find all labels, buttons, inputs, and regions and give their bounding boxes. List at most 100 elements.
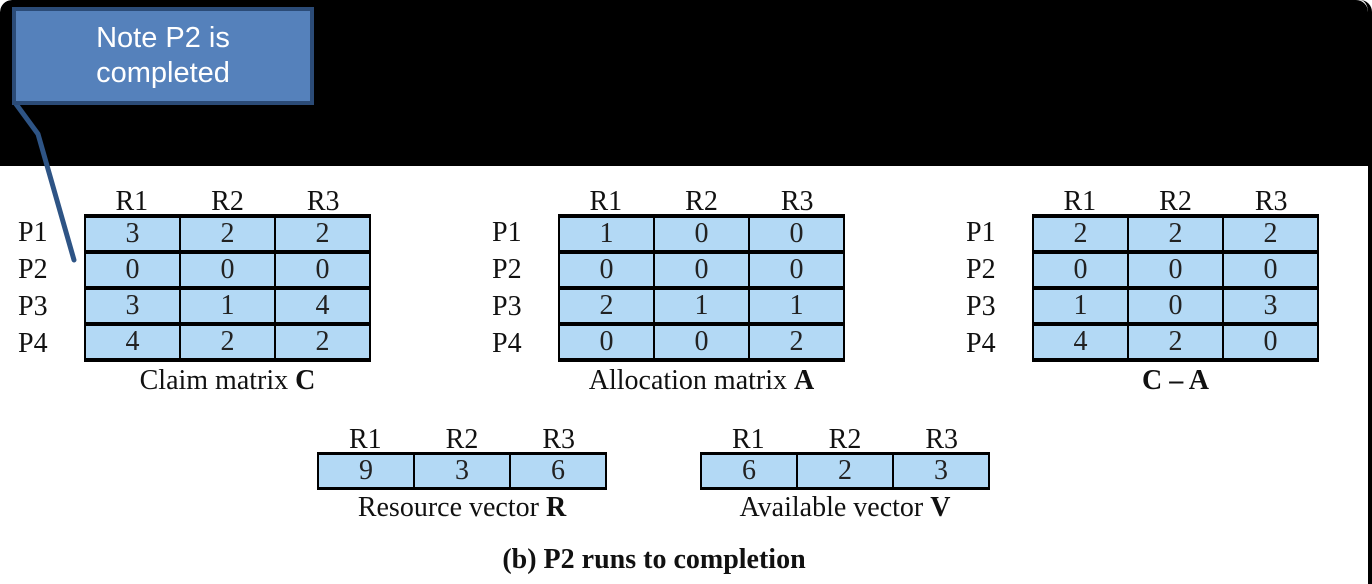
vector-cell: 9 [317,452,415,490]
matrix-cell: 0 [179,250,276,290]
callout-text: Note P2 is completed [96,22,230,89]
column-header-r1: R1 [348,424,382,455]
column-header-r2: R2 [685,186,718,217]
row-label-p2: P2 [18,253,48,285]
vector-cell: 3 [413,452,511,490]
matrix-cell: 3 [84,286,181,326]
row-label-p3: P3 [492,290,522,322]
caption-bold-letter: V [930,492,951,523]
figure-caption: (b) P2 runs to completion [502,544,806,575]
column-header-r1: R1 [731,424,765,455]
claim-matrix-column-headers: R1 R2 R3 [84,186,371,217]
matrix-cell: 0 [558,250,655,290]
matrix-cell: 0 [653,250,750,290]
matrix-cell: 2 [274,214,371,254]
matrix-cell: 0 [748,250,845,290]
matrix-cell: 0 [558,322,655,362]
matrix-cell: 1 [1032,286,1129,326]
matrix-cell: 0 [84,250,181,290]
row-label-p1: P1 [966,216,996,248]
available-vector-caption: Available vector V [700,492,990,524]
matrix-cell: 0 [653,214,750,254]
matrix-cell: 0 [1032,250,1129,290]
matrix-cell: 3 [84,214,181,254]
row-label-p4: P4 [966,327,996,359]
callout-note: Note P2 is completed [12,7,314,105]
row-label-p1: P1 [492,216,522,248]
caption-text: Resource vector [357,492,546,523]
matrix-cell: 2 [1032,214,1129,254]
column-header-r3: R3 [306,186,340,217]
column-header-r2: R2 [445,424,479,455]
row-label-p2: P2 [966,253,996,285]
matrix-cell: 2 [274,322,371,362]
matrix-cell: 0 [748,214,845,254]
caption-bold-letter: R [545,492,567,523]
caption-bold-letter: A [794,365,815,396]
row-label-p2: P2 [492,253,522,285]
matrix-cell: 2 [179,214,276,254]
caption-text: Available vector [739,492,931,523]
column-header-r2: R2 [1159,186,1192,217]
vector-cell: 2 [796,452,894,490]
matrix-cell: 0 [1222,250,1319,290]
column-header-r1: R1 [1063,186,1097,217]
column-header-r2: R2 [211,186,244,217]
row-label-p3: P3 [966,290,996,322]
matrix-cell: 2 [1222,214,1319,254]
matrix-cell: 1 [653,286,750,326]
matrix-cell: 0 [1127,250,1224,290]
matrix-cell: 2 [1127,214,1224,254]
vector-cell: 3 [892,452,990,490]
matrix-cell: 2 [179,322,276,362]
c-minus-a-matrix-caption: C – A [1032,365,1319,397]
row-label-p3: P3 [18,290,48,322]
column-header-r1: R1 [589,186,623,217]
row-label-p4: P4 [18,327,48,359]
caption-text: Allocation matrix [588,365,795,396]
matrix-cell: 4 [1032,322,1129,362]
column-header-r3: R3 [925,424,959,455]
matrix-cell: 0 [653,322,750,362]
column-header-r2: R2 [828,424,862,455]
column-header-r3: R3 [780,186,814,217]
row-label-p4: P4 [492,327,522,359]
matrix-cell: 2 [558,286,655,326]
matrix-cell: 1 [558,214,655,254]
matrix-cell: 1 [179,286,276,326]
matrix-cell: 0 [1127,286,1224,326]
caption-text: Claim matrix [139,365,296,396]
matrix-cell: 3 [1222,286,1319,326]
column-header-r1: R1 [115,186,149,217]
caption-bold-letter: C – A [1142,365,1209,396]
matrix-cell: 2 [748,322,845,362]
